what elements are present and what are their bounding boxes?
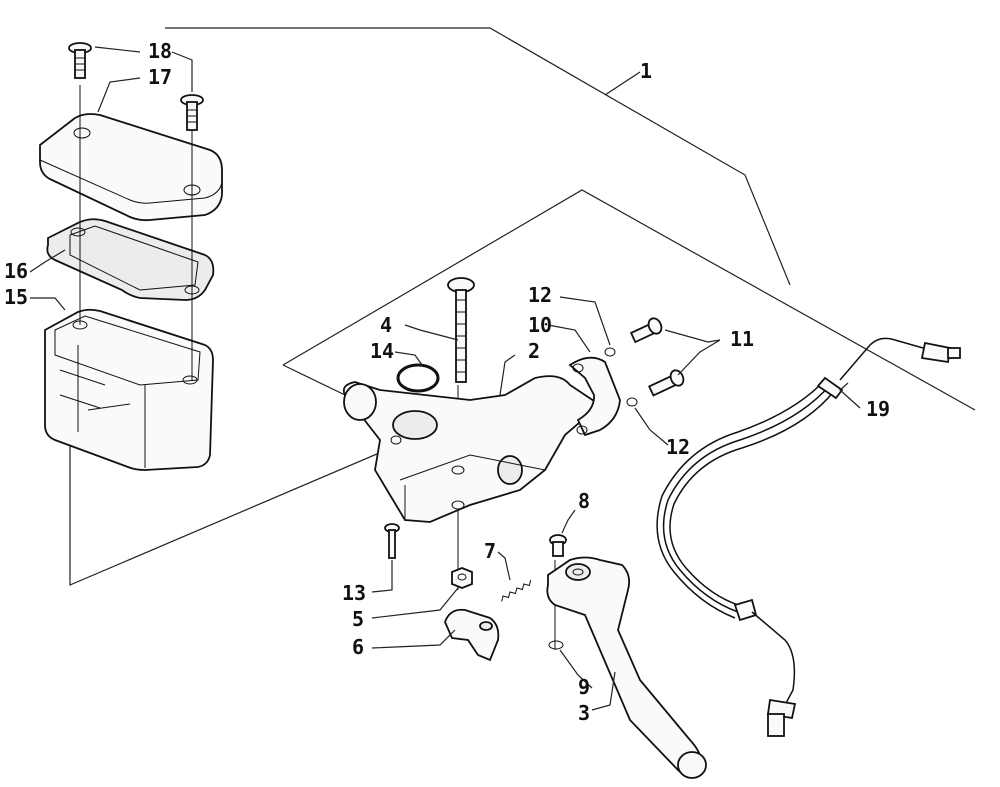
master-cylinder-body (342, 375, 602, 523)
callout-13: 13 (342, 581, 366, 605)
pivot-pin (549, 534, 567, 557)
callouts: 18 17 1 16 15 12 10 4 2 14 11 19 12 8 7 … (4, 39, 890, 725)
diaphragm (46, 218, 215, 301)
callout-3: 3 (578, 701, 590, 725)
callout-12-lower: 12 (666, 435, 690, 459)
clip (548, 640, 564, 650)
callout-8: 8 (578, 489, 590, 513)
callout-14: 14 (370, 339, 394, 363)
reservoir-cover (39, 113, 223, 222)
callout-6: 6 (352, 635, 364, 659)
washer-upper (604, 347, 616, 357)
callout-2: 2 (528, 339, 540, 363)
callout-17: 17 (148, 65, 172, 89)
callout-16: 16 (4, 259, 28, 283)
spring (501, 579, 532, 602)
cover-screw-left (68, 42, 92, 79)
callout-7: 7 (484, 539, 496, 563)
brake-lever (546, 556, 707, 779)
long-screw (447, 277, 475, 383)
callout-9: 9 (578, 675, 590, 699)
callout-4: 4 (380, 313, 392, 337)
handlebar-clamp (568, 356, 621, 437)
clamp-bolt-upper (629, 317, 663, 344)
callout-19: 19 (866, 397, 890, 421)
brake-hose (656, 337, 961, 737)
cover-screw-right (180, 94, 204, 131)
callout-11: 11 (730, 327, 754, 351)
callout-5: 5 (352, 607, 364, 631)
callout-15: 15 (4, 285, 28, 309)
clamp-bolt-lower (648, 369, 685, 397)
reservoir-body (44, 308, 214, 471)
pivot-block (444, 608, 500, 662)
leader-lines (29, 46, 861, 711)
callout-12-upper: 12 (528, 283, 552, 307)
pivot-screw (384, 523, 400, 559)
assembly-outline (69, 27, 976, 586)
washer-lower (626, 397, 638, 407)
callout-10: 10 (528, 313, 552, 337)
o-ring (396, 363, 440, 393)
callout-1: 1 (640, 59, 652, 83)
nut (451, 567, 473, 589)
callout-18: 18 (148, 39, 172, 63)
